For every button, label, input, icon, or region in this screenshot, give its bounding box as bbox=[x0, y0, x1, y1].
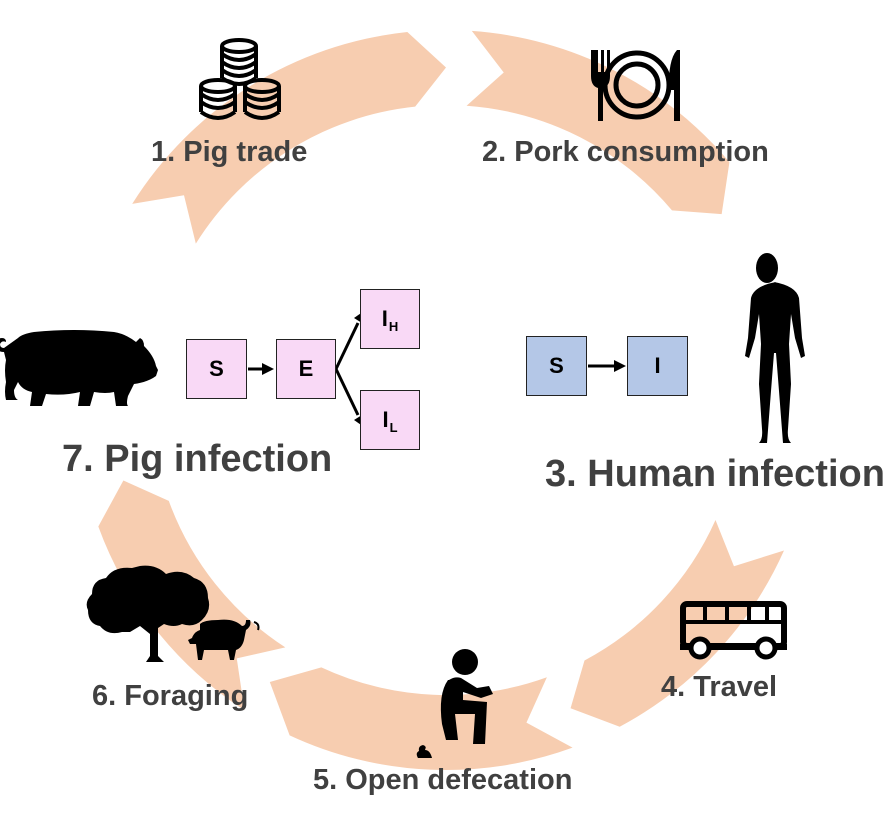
pig-ih-main-text: I bbox=[381, 306, 388, 331]
label-travel: 4. Travel bbox=[661, 671, 778, 703]
arrow-travel bbox=[570, 519, 785, 727]
pig-ih-subscript: H bbox=[388, 318, 399, 334]
label-pig-trade: 1. Pig trade bbox=[151, 136, 308, 168]
pig-il-subscript: L bbox=[389, 419, 398, 435]
arrow-pig-trade bbox=[132, 32, 446, 244]
label-foraging: 6. Foraging bbox=[92, 680, 249, 712]
pig-model-arrows bbox=[248, 322, 360, 416]
label-human-infection: 3. Human infection bbox=[545, 453, 885, 495]
s-to-e-arrowhead bbox=[262, 363, 274, 375]
label-pork-consumption: 2. Pork consumption bbox=[482, 136, 769, 168]
arrow-open-defecation bbox=[269, 667, 573, 770]
label-open-defecation: 5. Open defecation bbox=[313, 764, 573, 796]
coins-icon bbox=[199, 38, 281, 120]
bus-icon bbox=[680, 601, 787, 660]
human-s-to-i-arrow bbox=[588, 360, 626, 372]
tree-pig-icon bbox=[86, 565, 260, 662]
pig-s-text: S bbox=[209, 356, 224, 381]
label-pig-infection: 7. Pig infection bbox=[62, 438, 333, 480]
pig-il-main-text: I bbox=[382, 407, 389, 432]
human-silhouette-icon bbox=[745, 253, 805, 443]
human-s-text: S bbox=[549, 353, 564, 378]
human-infected-box: I bbox=[627, 336, 688, 396]
pig-e-text: E bbox=[298, 356, 314, 381]
pig-icon bbox=[0, 330, 158, 406]
human-i-text: I bbox=[654, 353, 661, 378]
pig-susceptible-box: S bbox=[186, 339, 247, 399]
pig-exposed-box: E bbox=[276, 339, 336, 399]
defecating-person-icon bbox=[416, 649, 493, 758]
arrow-pork-consumption bbox=[466, 30, 730, 215]
human-susceptible-box: S bbox=[526, 336, 587, 396]
plate-cutlery-icon bbox=[591, 50, 680, 121]
